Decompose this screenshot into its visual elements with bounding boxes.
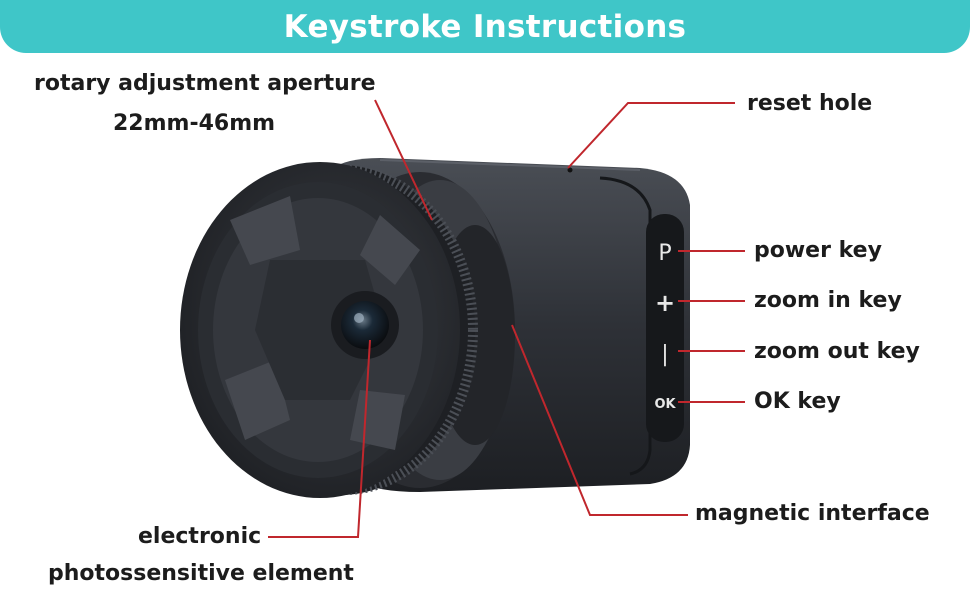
sensor-label: electronic [138, 524, 262, 549]
ok-key-label: OK key [754, 389, 841, 414]
reset-hole[interactable] [567, 167, 573, 173]
magnetic-interface-label: magnetic interface [695, 501, 930, 526]
zoom-out-button[interactable]: | [661, 342, 668, 367]
title-banner: Keystroke Instructions [0, 0, 970, 53]
aperture-leader-line [374, 99, 433, 221]
button-strip: P + | OK [646, 214, 684, 442]
ok-button[interactable]: OK [654, 397, 676, 412]
lens-mount [180, 162, 460, 498]
zoom-out-key-label: zoom out key [754, 339, 920, 364]
aperture-range-label: 22mm-46mm [113, 111, 276, 136]
zoom-in-key-label: zoom in key [754, 288, 902, 313]
reset-hole-leader-line [567, 102, 735, 169]
aperture-label: rotary adjustment aperture [34, 71, 376, 96]
magnetic-interface-leader-line [511, 324, 688, 516]
zoom-in-button[interactable]: + [655, 289, 675, 317]
leader-lines [268, 99, 745, 538]
sensor-label-line2: photossensitive element [48, 561, 354, 586]
power-button[interactable]: P [658, 241, 671, 266]
sensor-lens [341, 301, 389, 349]
sensor-leader-line [268, 339, 371, 538]
page-title: Keystroke Instructions [283, 8, 687, 45]
reset-hole-label: reset hole [747, 91, 873, 116]
power-key-label: power key [754, 238, 882, 263]
